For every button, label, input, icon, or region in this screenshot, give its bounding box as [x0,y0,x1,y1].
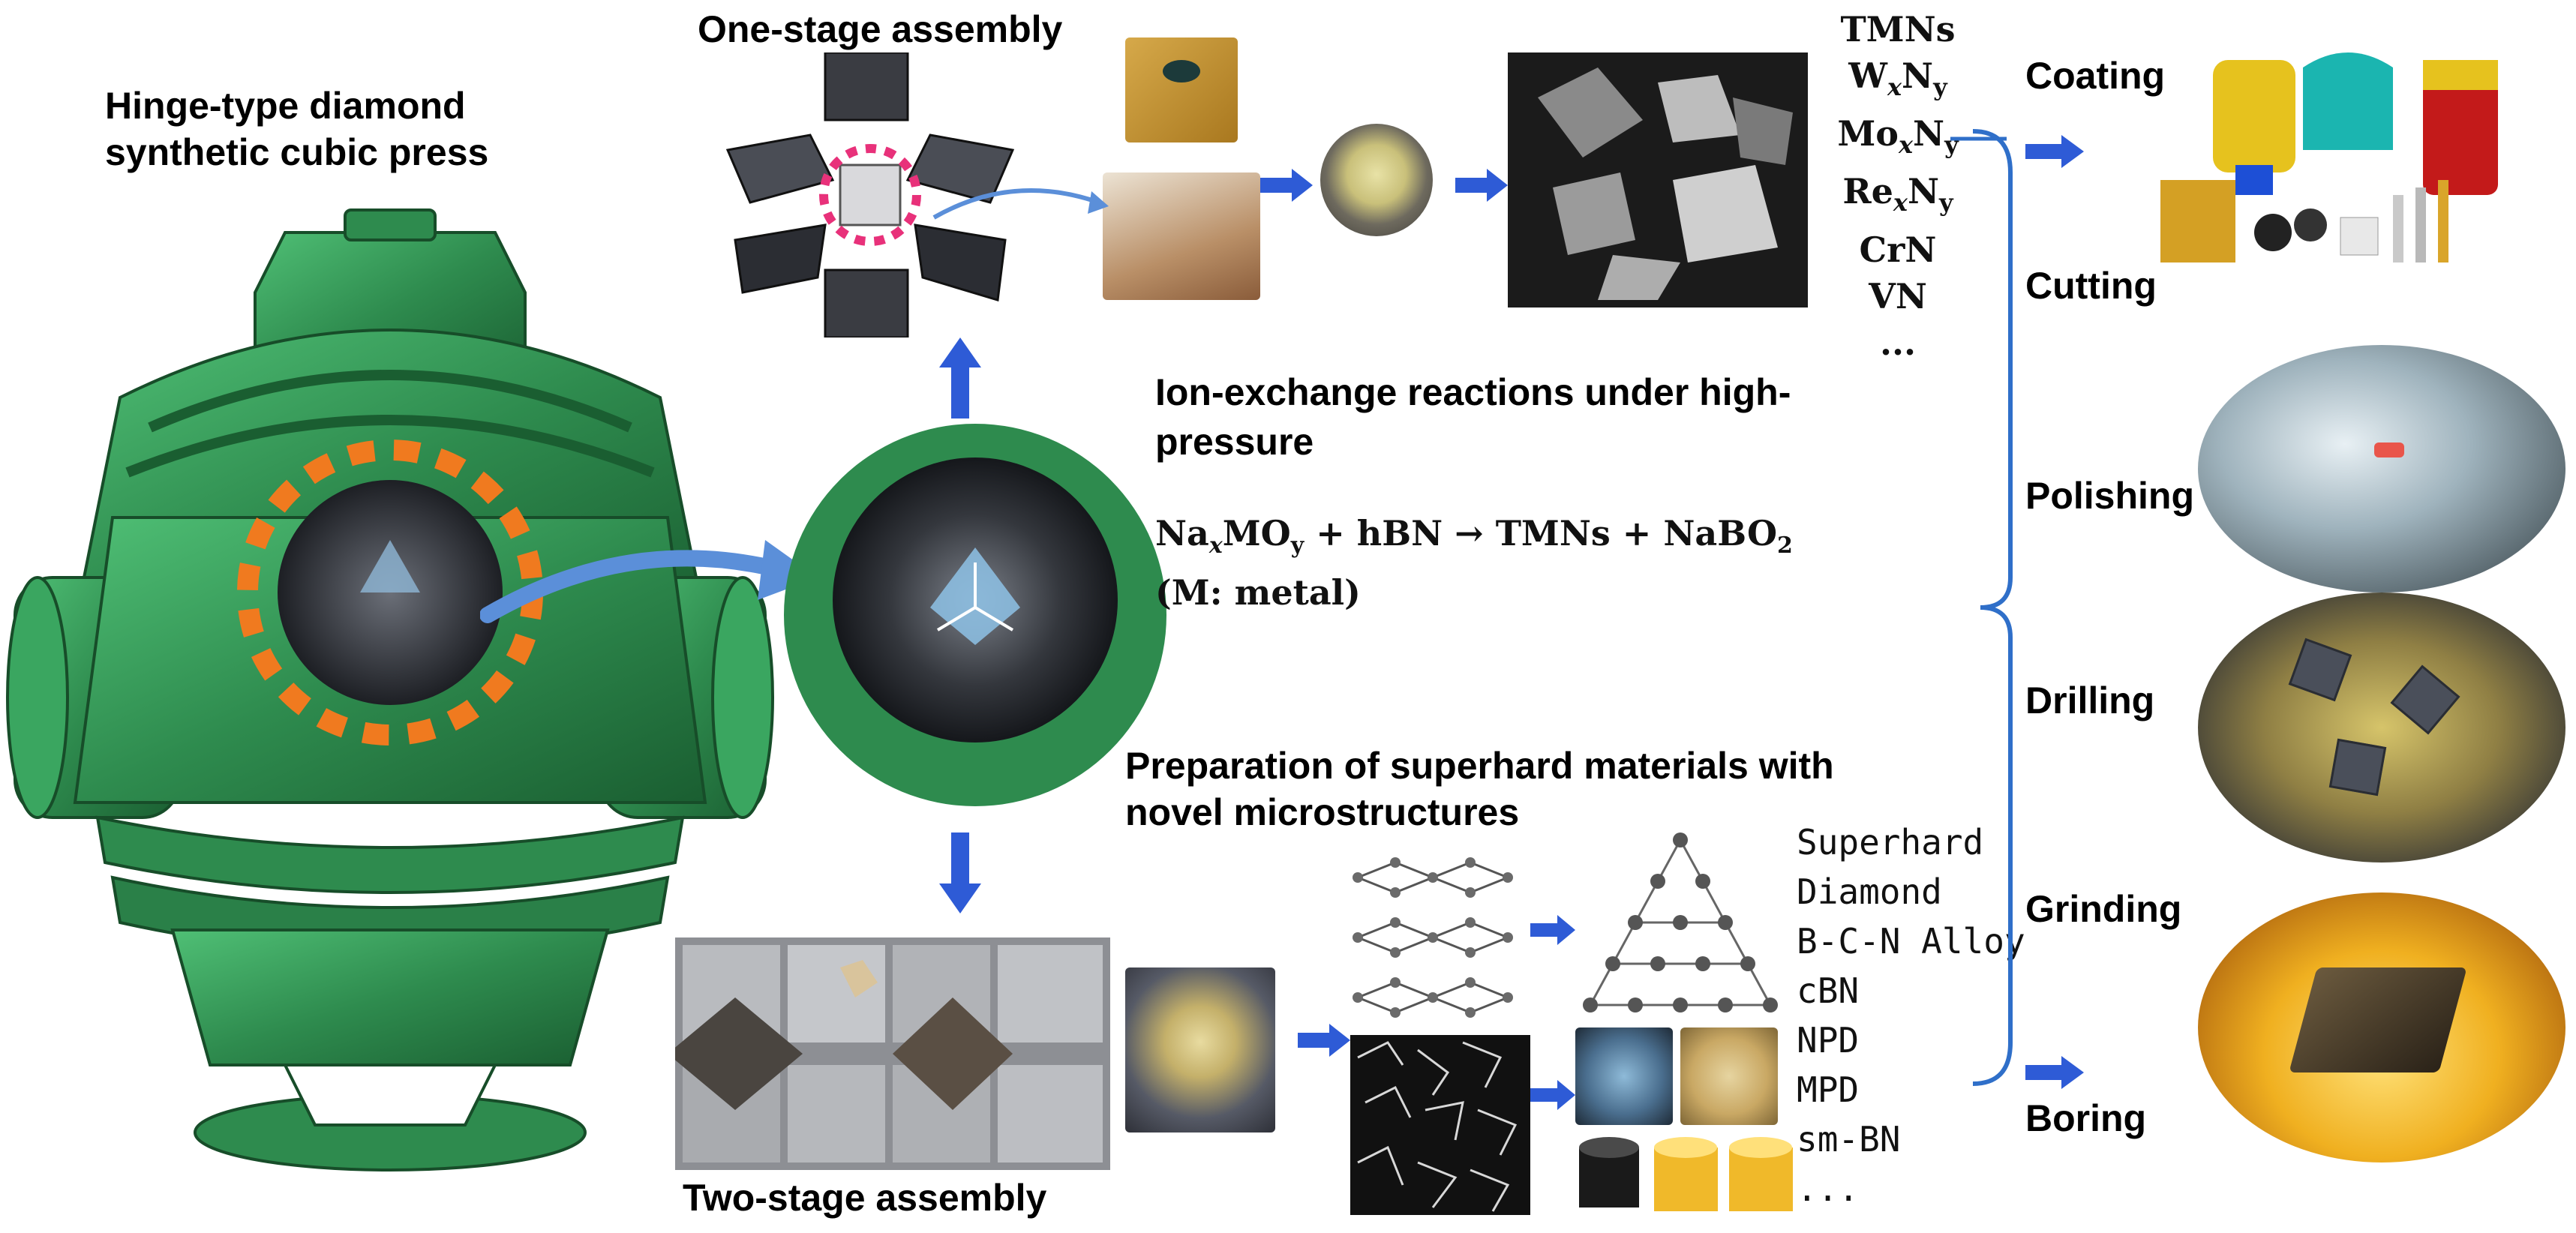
ion-exchange-title: Ion-exchange reactions under high- press… [1155,368,1791,466]
zoom-arrow [480,540,818,623]
tmns-item: CrN [1859,229,1937,270]
sample-disc-photo [1320,124,1433,236]
tmns-list: TMNs WxNy MoxNy RexNy CrN VN ... [1823,6,1973,366]
superhard-item: Diamond [1797,872,1942,912]
nanograin-sem-image [1350,1035,1530,1215]
sectioned-cube-photo [1103,172,1260,300]
tmns-item: WxNy [1848,56,1947,102]
arrow-right-3 [1298,1024,1350,1057]
pyrophyllite-cube-photo [1125,38,1238,142]
tmns-item: VN [1869,275,1927,316]
brace-arrow-bottom [2025,1056,2084,1089]
app-grinding: Grinding [2025,888,2182,930]
superhard-title-line2: novel microstructures [1125,791,1520,833]
superhard-item: sm-BN [1797,1119,1901,1160]
arrow-right-5 [1530,1080,1575,1110]
sem-crystals-image [1508,52,1808,308]
one-stage-title: One-stage assembly [698,8,1063,50]
boring-insert [2289,968,2467,1072]
application-brace [1972,129,2013,1086]
superhard-item: cBN [1797,970,1860,1011]
app-polishing: Polishing [2025,475,2194,517]
superhard-item: Superhard [1797,822,1984,862]
anvil-zoom-circle [784,424,1166,806]
arrow-right-1 [1260,169,1313,202]
tmns-item: ... [1879,322,1917,363]
polishing-spark [2374,442,2404,458]
superhard-title: Preparation of superhard materials with … [1125,742,1834,836]
superhard-item: NPD [1797,1020,1860,1060]
diamond-lattice-model [1583,832,1778,1012]
tmns-item: RexNy [1842,171,1953,218]
app-coating: Coating [2025,55,2166,97]
tmns-item: MoxNy [1837,113,1959,160]
press-title: Hinge-type diamond synthetic cubic press [105,82,488,176]
npd-sample-photo [1680,1028,1778,1125]
polishing-photo [2198,345,2565,592]
app-drilling: Drilling [2025,680,2155,722]
coating-tools-photo [2160,52,2498,262]
cbn-sample-photo [1575,1028,1673,1125]
layered-structure-model [1353,857,1513,1018]
cube-hole [1163,60,1200,82]
app-boring: Boring [2025,1097,2147,1139]
cubic-press-illustration [6,208,774,1172]
arrow-down-two-stage [939,832,981,914]
drilling-insert-3 [2328,738,2387,796]
drilling-photo [2198,592,2565,862]
six-anvil-apparatus [725,52,1015,338]
equation-line: NaxMOy + hBN → TMNs + NaBO2 [1155,513,1793,560]
cube-curve-arrow [932,188,1109,220]
ion-exchange-title-line2: pressure [1155,421,1314,463]
two-stage-title: Two-stage assembly [683,1177,1047,1219]
ion-exchange-equation: NaxMOy + hBN → TMNs + NaBO2 (M: metal) [1155,510,1793,616]
app-cutting: Cutting [2025,265,2157,307]
superhard-title-line1: Preparation of superhard materials with [1125,745,1834,787]
press-title-line2: synthetic cubic press [105,131,489,173]
tmns-item: TMNs [1840,9,1956,50]
brace-arrow-top [2025,135,2084,168]
superhard-item: ... [1797,1168,1860,1209]
arrow-up-one-stage [939,338,981,418]
equation-note: (M: metal) [1155,572,1361,614]
ion-exchange-title-line1: Ion-exchange reactions under high- [1155,371,1791,413]
arrow-right-2 [1455,169,1508,202]
sintered-cylinders [1579,1137,1793,1211]
press-title-line1: Hinge-type diamond [105,85,466,127]
two-stage-assembly-photo [675,938,1110,1170]
arrow-right-4 [1530,915,1575,945]
superhard-item: B-C-N Alloy [1797,921,2025,962]
superhard-item: MPD [1797,1070,1860,1110]
octahedron-sample-photo [1125,968,1275,1132]
superhard-list: Superhard Diamond B-C-N Alloy cBN NPD MP… [1797,818,2025,1214]
